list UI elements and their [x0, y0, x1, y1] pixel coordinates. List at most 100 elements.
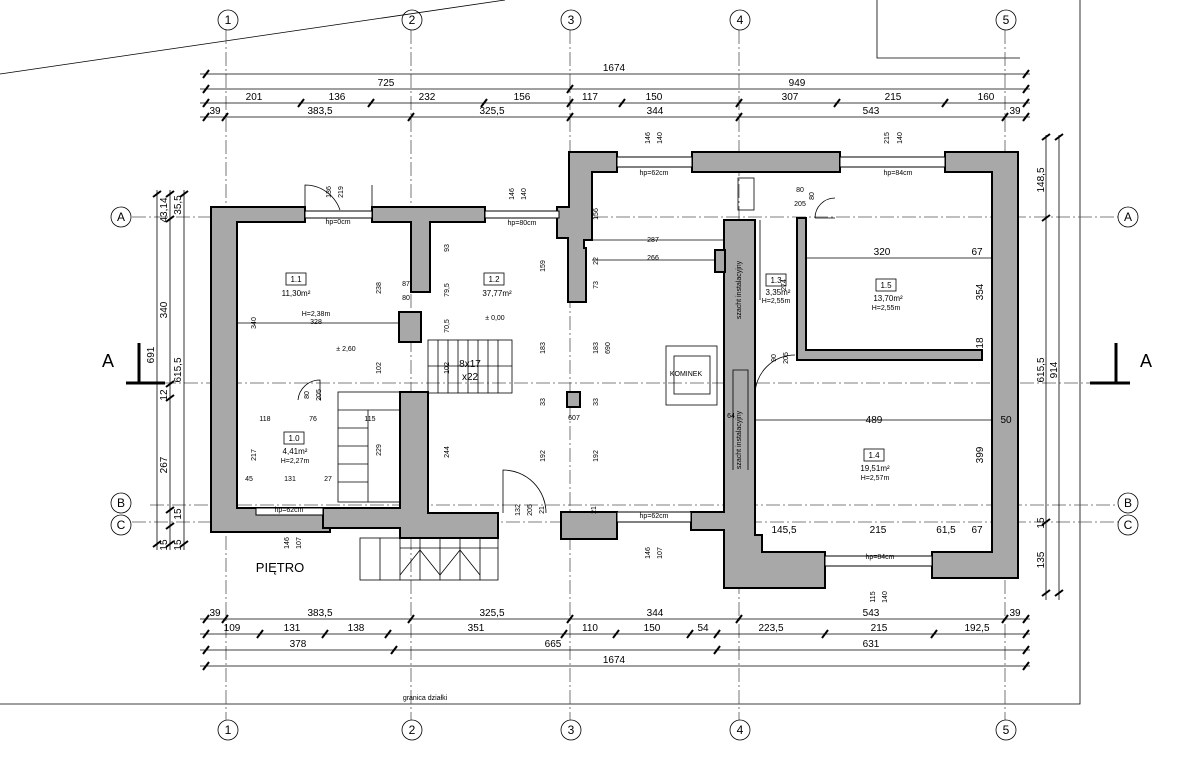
room-1-4-box	[863, 448, 885, 462]
dim-in-229: 229	[376, 444, 383, 456]
dim-in-690: 690	[605, 342, 612, 354]
dim-in-192b: 192	[593, 450, 600, 462]
dim-left-15a: 15	[173, 508, 184, 520]
room-1-0-no: 1.0	[288, 434, 300, 443]
dim-in-244: 244	[444, 446, 451, 458]
dim-top-39-right: 39	[1009, 106, 1021, 117]
wall-center-top-2	[691, 151, 841, 173]
axis-label-C-right: C	[1124, 518, 1133, 532]
room-1-1-height: H=2,38m	[302, 311, 331, 318]
dim-in-45: 45	[245, 476, 253, 483]
dim-in-64: 64	[727, 413, 735, 420]
axis-label-B-right: B	[1124, 496, 1132, 510]
dim-left-15c: 15	[173, 539, 184, 551]
dim-in-136: 136	[326, 186, 333, 198]
dim-in-21a: 21	[539, 506, 546, 514]
dim-left-35-5: 35,5	[173, 195, 184, 215]
room-1-4-area: 19,51m²	[860, 464, 890, 473]
window-label-2: hp=80cm	[508, 220, 537, 227]
axis-label-1-bottom: 1	[225, 723, 232, 737]
window-bottom-right	[824, 555, 933, 567]
dim-in-489: 489	[866, 415, 883, 426]
axis-grid	[132, 30, 1120, 720]
window-label-1: hp=0cm	[325, 219, 350, 226]
pillar-1	[398, 311, 422, 343]
dim-in-79-5: 79,5	[444, 283, 451, 297]
dim-bottom-223: 223,5	[758, 623, 783, 634]
dim-in-145-5: 145,5	[771, 525, 796, 536]
plot-boundary	[0, 0, 1081, 705]
room-1-0-area: 4,41m²	[283, 447, 308, 456]
dim-in-115b: 115	[870, 591, 877, 602]
dim-in-67a: 67	[971, 247, 983, 258]
section-marker-left: A	[102, 351, 114, 371]
window-top-center	[616, 156, 693, 168]
dimension-lines-top: 1674 725 949 201 136 232 156 117 150 307…	[200, 63, 1030, 122]
dim-in-80d: 80	[304, 391, 311, 399]
dim-in-140c: 140	[897, 132, 904, 144]
room-1-3-height: H=2,55m	[762, 298, 791, 305]
wall-bottom-left	[322, 391, 499, 539]
kominek-label: KOMINEK	[670, 371, 703, 378]
dim-in-21b: 21	[591, 506, 598, 514]
dim-in-102b: 102	[444, 362, 451, 374]
dim-in-140d: 140	[882, 591, 889, 603]
room-1-5-no: 1.5	[880, 281, 892, 290]
dim-in-607: 607	[568, 415, 580, 422]
dimension-lines-bottom: 39 383,5 325,5 344 543 39 109 131 138 35…	[200, 608, 1030, 671]
dim-bottom-192: 192,5	[964, 623, 989, 634]
shaft-label-1: szacht instalacyjny	[736, 260, 743, 319]
dim-top-725: 725	[378, 78, 395, 89]
dim-bottom-378: 378	[290, 639, 307, 650]
room-1-2-no: 1.2	[488, 275, 500, 284]
dim-top-344: 344	[647, 106, 664, 117]
room-1-4-no: 1.4	[868, 451, 880, 460]
dim-in-140b: 140	[657, 132, 664, 144]
level-mark-1: ± 2,60	[336, 346, 356, 353]
level-mark-2: ± 0,00	[485, 315, 505, 322]
dim-top-325: 325,5	[479, 106, 504, 117]
axis-label-2-bottom: 2	[409, 723, 416, 737]
dim-in-90: 90	[771, 354, 778, 362]
dim-top-543: 543	[863, 106, 880, 117]
dim-top-160: 160	[978, 92, 995, 103]
room-1-1-no: 1.1	[290, 275, 302, 284]
dim-top-total: 1674	[603, 63, 626, 74]
dim-in-215b: 215	[870, 525, 887, 536]
room-1-1-area: 11,30m²	[282, 289, 311, 298]
stairs-label: 8x17	[459, 359, 481, 370]
window-bottom-center	[616, 511, 692, 523]
floor-name: PIĘTRO	[256, 560, 304, 575]
dim-in-18: 18	[975, 337, 986, 349]
axis-markers: 1 2 3 4 5 1 2 3 4 5 A A B B C C	[110, 9, 1139, 741]
room-1-2-area: 37,77m²	[482, 289, 512, 298]
dim-in-205d: 205	[783, 352, 790, 364]
wall-room15	[796, 217, 983, 361]
dim-in-22: 22	[593, 257, 600, 265]
room-1-2-box	[483, 272, 505, 286]
dim-left-43-14: 43,14	[159, 197, 170, 222]
dim-in-156: 156	[593, 208, 600, 220]
room-1-3-box	[765, 273, 787, 287]
dim-bottom-39-left: 39	[209, 608, 221, 619]
wall-left-wing-2	[371, 206, 486, 293]
dim-in-140a: 140	[521, 188, 528, 200]
dim-in-67b: 67	[971, 525, 983, 536]
dim-bottom-543: 543	[863, 608, 880, 619]
dim-top-215: 215	[885, 92, 902, 103]
dim-in-80a: 80	[796, 187, 804, 194]
dim-in-399: 399	[975, 446, 986, 463]
dim-in-76: 76	[309, 416, 317, 423]
stairs-label-2: x22	[462, 372, 479, 383]
axis-label-3-bottom: 3	[568, 723, 575, 737]
dim-bottom-344: 344	[647, 608, 664, 619]
dim-in-274: 274	[781, 279, 788, 291]
section-marker-right: A	[1140, 351, 1152, 371]
room-1-0-box	[283, 431, 305, 445]
wall-left-wing	[210, 206, 331, 533]
window-label-4: hp=84cm	[884, 170, 913, 177]
dim-bottom-351: 351	[468, 623, 485, 634]
shaft-label-2: szacht instalacyjny	[736, 410, 743, 469]
dim-in-183a: 183	[540, 342, 547, 354]
